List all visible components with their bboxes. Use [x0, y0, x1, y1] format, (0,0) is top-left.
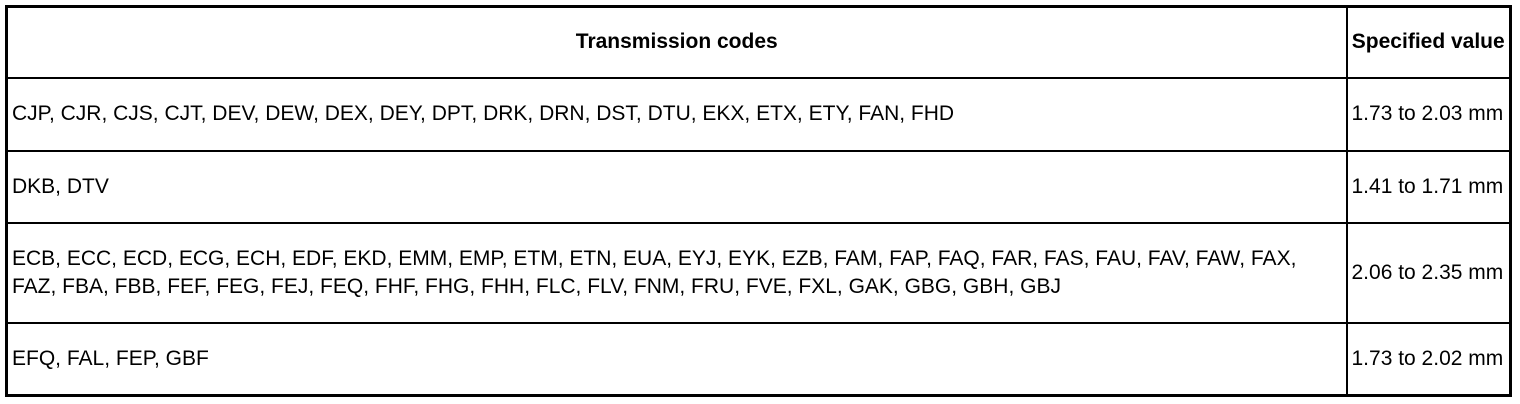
- specified-value-cell: 1.73 to 2.02 mm: [1345, 322, 1512, 397]
- header-specified-value: Specified value: [1345, 5, 1512, 79]
- table-row: DKB, DTV 1.41 to 1.71 mm: [5, 149, 1512, 224]
- table-row: CJP, CJR, CJS, CJT, DEV, DEW, DEX, DEY, …: [5, 76, 1512, 152]
- transmission-spec-table: Transmission codes Specified value CJP, …: [5, 5, 1512, 397]
- spec-table-container: Transmission codes Specified value CJP, …: [5, 5, 1512, 397]
- specified-value-cell: 2.06 to 2.35 mm: [1345, 221, 1512, 325]
- specified-value-cell: 1.41 to 1.71 mm: [1345, 149, 1512, 224]
- table-row: ECB, ECC, ECD, ECG, ECH, EDF, EKD, EMM, …: [5, 221, 1512, 325]
- table-header-row: Transmission codes Specified value: [5, 5, 1512, 79]
- specified-value-cell: 1.73 to 2.03 mm: [1345, 76, 1512, 152]
- transmission-codes-cell: CJP, CJR, CJS, CJT, DEV, DEW, DEX, DEY, …: [5, 76, 1348, 152]
- table-row: EFQ, FAL, FEP, GBF 1.73 to 2.02 mm: [5, 322, 1512, 397]
- transmission-codes-cell: ECB, ECC, ECD, ECG, ECH, EDF, EKD, EMM, …: [5, 221, 1348, 325]
- transmission-codes-cell: EFQ, FAL, FEP, GBF: [5, 322, 1348, 397]
- transmission-codes-cell: DKB, DTV: [5, 149, 1348, 224]
- header-transmission-codes: Transmission codes: [5, 5, 1348, 79]
